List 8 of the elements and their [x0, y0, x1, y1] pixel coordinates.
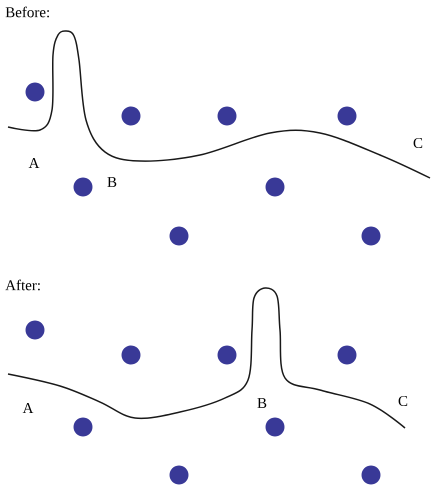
- point-label: C: [398, 396, 408, 406]
- point-label: A: [22, 403, 34, 413]
- point-label: A: [28, 158, 40, 168]
- point-label: B: [257, 398, 266, 408]
- panel-heading: After:: [5, 280, 40, 290]
- point-label: C: [414, 138, 422, 148]
- point-label: B: [107, 177, 116, 187]
- panel-heading: Before:: [6, 6, 49, 18]
